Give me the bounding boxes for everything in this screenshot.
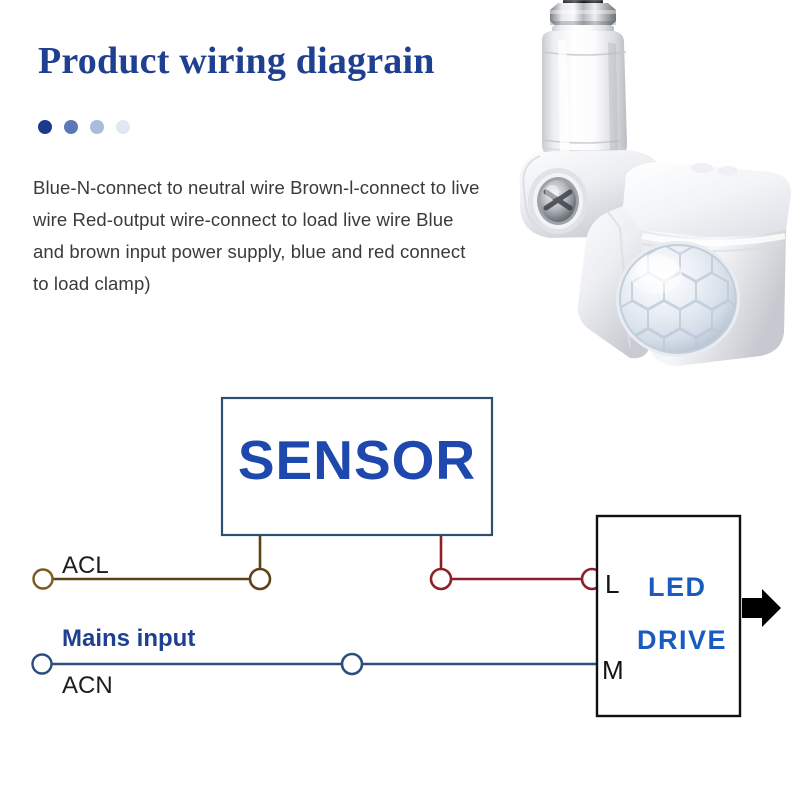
dot-1 (38, 120, 52, 134)
led-driver-l-terminal-label: L (605, 569, 620, 599)
sensor-box-label: SENSOR (237, 429, 477, 491)
led-driver-box (595, 514, 742, 718)
led-driver-label-line1: LED (648, 572, 707, 602)
acn-terminal-label: ACN (62, 672, 113, 699)
acn-terminal-node (31, 653, 53, 675)
led-driver-label-line2: DRIVE (637, 625, 728, 655)
pir-motion-sensor-photo (519, 0, 792, 366)
red-junction-node (429, 567, 453, 591)
acl-terminal-node (32, 568, 54, 590)
dot-indicator-group (38, 120, 130, 134)
page-title: Product wiring diagrain (38, 40, 435, 82)
mains-input-label: Mains input (62, 625, 196, 652)
acl-terminal-label: ACL (62, 552, 109, 579)
dot-3 (90, 120, 104, 134)
blue-junction-node (340, 652, 364, 676)
output-arrow-icon (742, 589, 781, 627)
wiring-description-text: Blue-N-connect to neutral wire Brown-l-c… (33, 177, 480, 294)
dot-4 (116, 120, 130, 134)
dot-2 (64, 120, 78, 134)
sensor-box (220, 396, 494, 537)
led-driver-m-terminal-label: M (602, 655, 624, 685)
brown-junction-node (248, 567, 272, 591)
